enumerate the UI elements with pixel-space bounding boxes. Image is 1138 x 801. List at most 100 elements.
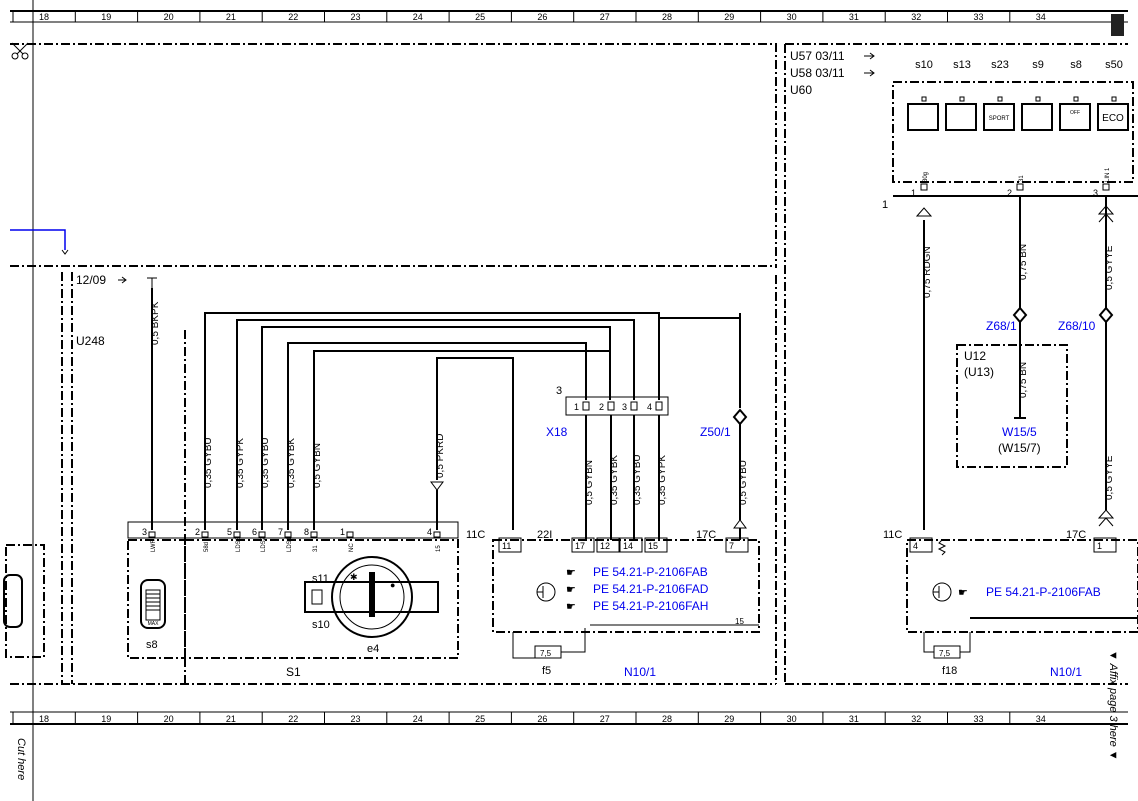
ruler-col: 25 — [475, 12, 485, 22]
s1-pin: 5 — [227, 527, 232, 537]
u248-label: U248 — [76, 334, 105, 348]
switch-label: s23 — [991, 59, 1009, 71]
ruler-col: 21 — [226, 12, 236, 22]
ruler-col: 25 — [475, 714, 485, 724]
s1-pin-label: 15 — [436, 545, 442, 552]
conn-11c: 11C — [466, 529, 485, 541]
s1-pin-label: LWR — [151, 538, 157, 552]
s1-label: S1 — [286, 665, 301, 679]
wire-rdgn: 0,75 RDGN — [922, 246, 933, 298]
ruler-col: 24 — [413, 12, 423, 22]
top-pin: 2 — [1007, 188, 1012, 198]
scissors-icon — [11, 42, 29, 60]
max-label: MAX — [148, 621, 160, 627]
ruler-col: 32 — [911, 12, 921, 22]
s1-pin-label: 31 — [313, 545, 319, 552]
switch-button-icon[interactable] — [1059, 103, 1091, 131]
wire-bn2: 0,75 BN — [1018, 362, 1029, 398]
eco-label: ECO — [1102, 113, 1124, 124]
top-pin-label: 30g — [923, 172, 929, 182]
s1-pin-label: LDS1 — [287, 536, 293, 552]
svg-text:✱: ✱ — [350, 572, 358, 582]
ruler-col: 22 — [288, 12, 298, 22]
switch-button-icon[interactable] — [1021, 103, 1053, 131]
switch-label: s50 — [1105, 59, 1123, 71]
s11-label: s11 — [312, 573, 329, 585]
switch-button-icon[interactable] — [1097, 103, 1129, 131]
cut-here-label: Cut here — [15, 738, 27, 780]
w157-label: (W15/7) — [998, 441, 1041, 455]
wire-gyye: 0,5 GYYE — [1104, 245, 1115, 290]
s1-pin-label: LDS2 — [261, 536, 267, 552]
module-pin: 15 — [648, 541, 658, 551]
switch-button-icon[interactable] — [983, 103, 1015, 131]
pin15-label: 15 — [735, 617, 744, 626]
ref-link[interactable]: PE 54.21-P-2106FAD — [593, 582, 709, 596]
wire-label: 0,35 GYBU — [203, 437, 214, 488]
ruler-col: 26 — [537, 12, 547, 22]
switch-label: s13 — [953, 59, 971, 71]
top-pin: 1 — [911, 188, 916, 198]
u12-label: U12 — [964, 349, 986, 363]
ruler-col: 23 — [350, 714, 360, 724]
x18-pin3-label: 3 — [556, 385, 562, 397]
switch-button-icon[interactable] — [907, 103, 939, 131]
z50-label: Z50/1 — [700, 425, 731, 439]
wire-bn: 0,75 BN — [1018, 244, 1029, 280]
s1-pin-label: NC — [349, 543, 355, 552]
transistor-icon — [536, 582, 556, 602]
s1-pin: 4 — [427, 527, 432, 537]
ref-link[interactable]: PE 54.21-P-2106FAH — [593, 599, 708, 613]
ruler-col: 27 — [600, 714, 610, 724]
conn-17c-right: 17C — [1066, 529, 1086, 541]
ruler-col: 23 — [350, 12, 360, 22]
switch-button-icon[interactable] — [945, 103, 977, 131]
w155-label: W15/5 — [1002, 425, 1037, 439]
ruler-col: 26 — [537, 714, 547, 724]
wire-label: 0,5 GYBU — [738, 460, 749, 505]
ruler-col: 30 — [787, 714, 797, 724]
transistor-icon-right — [932, 582, 952, 602]
wire-label: 0,35 GYBK — [609, 455, 620, 505]
top-pin: 3 — [1093, 188, 1098, 198]
hand-icon: ☛ — [566, 584, 576, 596]
switch-label: s10 — [915, 59, 933, 71]
wire-gyye2: 0,5 GYYE — [1104, 455, 1115, 500]
x18-pin: 3 — [622, 402, 627, 412]
z68-1-label: Z68/1 — [986, 319, 1017, 333]
ref-1209: 12/09 — [76, 273, 106, 287]
n10-right-label: N10/1 — [1050, 665, 1082, 679]
f18-label: f18 — [942, 665, 957, 677]
wire-pkrd: 0,5 PKRD — [435, 434, 446, 478]
n10-mid-label: N10/1 — [624, 665, 656, 679]
conn-11c-right: 11C — [883, 529, 902, 541]
ruler-col: 32 — [911, 714, 921, 724]
s1-pin: 7 — [278, 527, 283, 537]
top-pin-label: 31 — [1019, 175, 1025, 182]
ref-link[interactable]: PE 54.21-P-2106FAB — [593, 565, 708, 579]
ruler-col: 33 — [973, 12, 983, 22]
module-pin: 11 — [502, 541, 511, 551]
one-label: 1 — [882, 199, 888, 211]
top-pin-label: LIN 1 — [1105, 167, 1111, 182]
s1-pin: 8 — [304, 527, 309, 537]
x18-pin: 1 — [574, 402, 579, 412]
ruler-col: 28 — [662, 12, 672, 22]
ruler-col: 22 — [288, 714, 298, 724]
e4-label: e4 — [367, 643, 379, 655]
switch-label: s9 — [1032, 59, 1044, 71]
ruler-col: 19 — [101, 12, 111, 22]
s1-pin: 6 — [252, 527, 257, 537]
wire-bkpk: 0,5 BKPK — [150, 301, 161, 345]
wire-label: 0,5 GYBN — [312, 443, 323, 488]
u13-label: (U13) — [964, 365, 994, 379]
ruler-col: 30 — [787, 12, 797, 22]
off-label: OFF — [1070, 110, 1080, 116]
x18-label: X18 — [546, 425, 568, 439]
pin4-right: 4 — [913, 541, 918, 551]
s10-label: s10 — [312, 619, 330, 631]
module-pin: 12 — [600, 541, 610, 551]
s1-pin: 3 — [142, 527, 147, 537]
light-switch-icon[interactable]: ✱ ● — [304, 556, 439, 638]
